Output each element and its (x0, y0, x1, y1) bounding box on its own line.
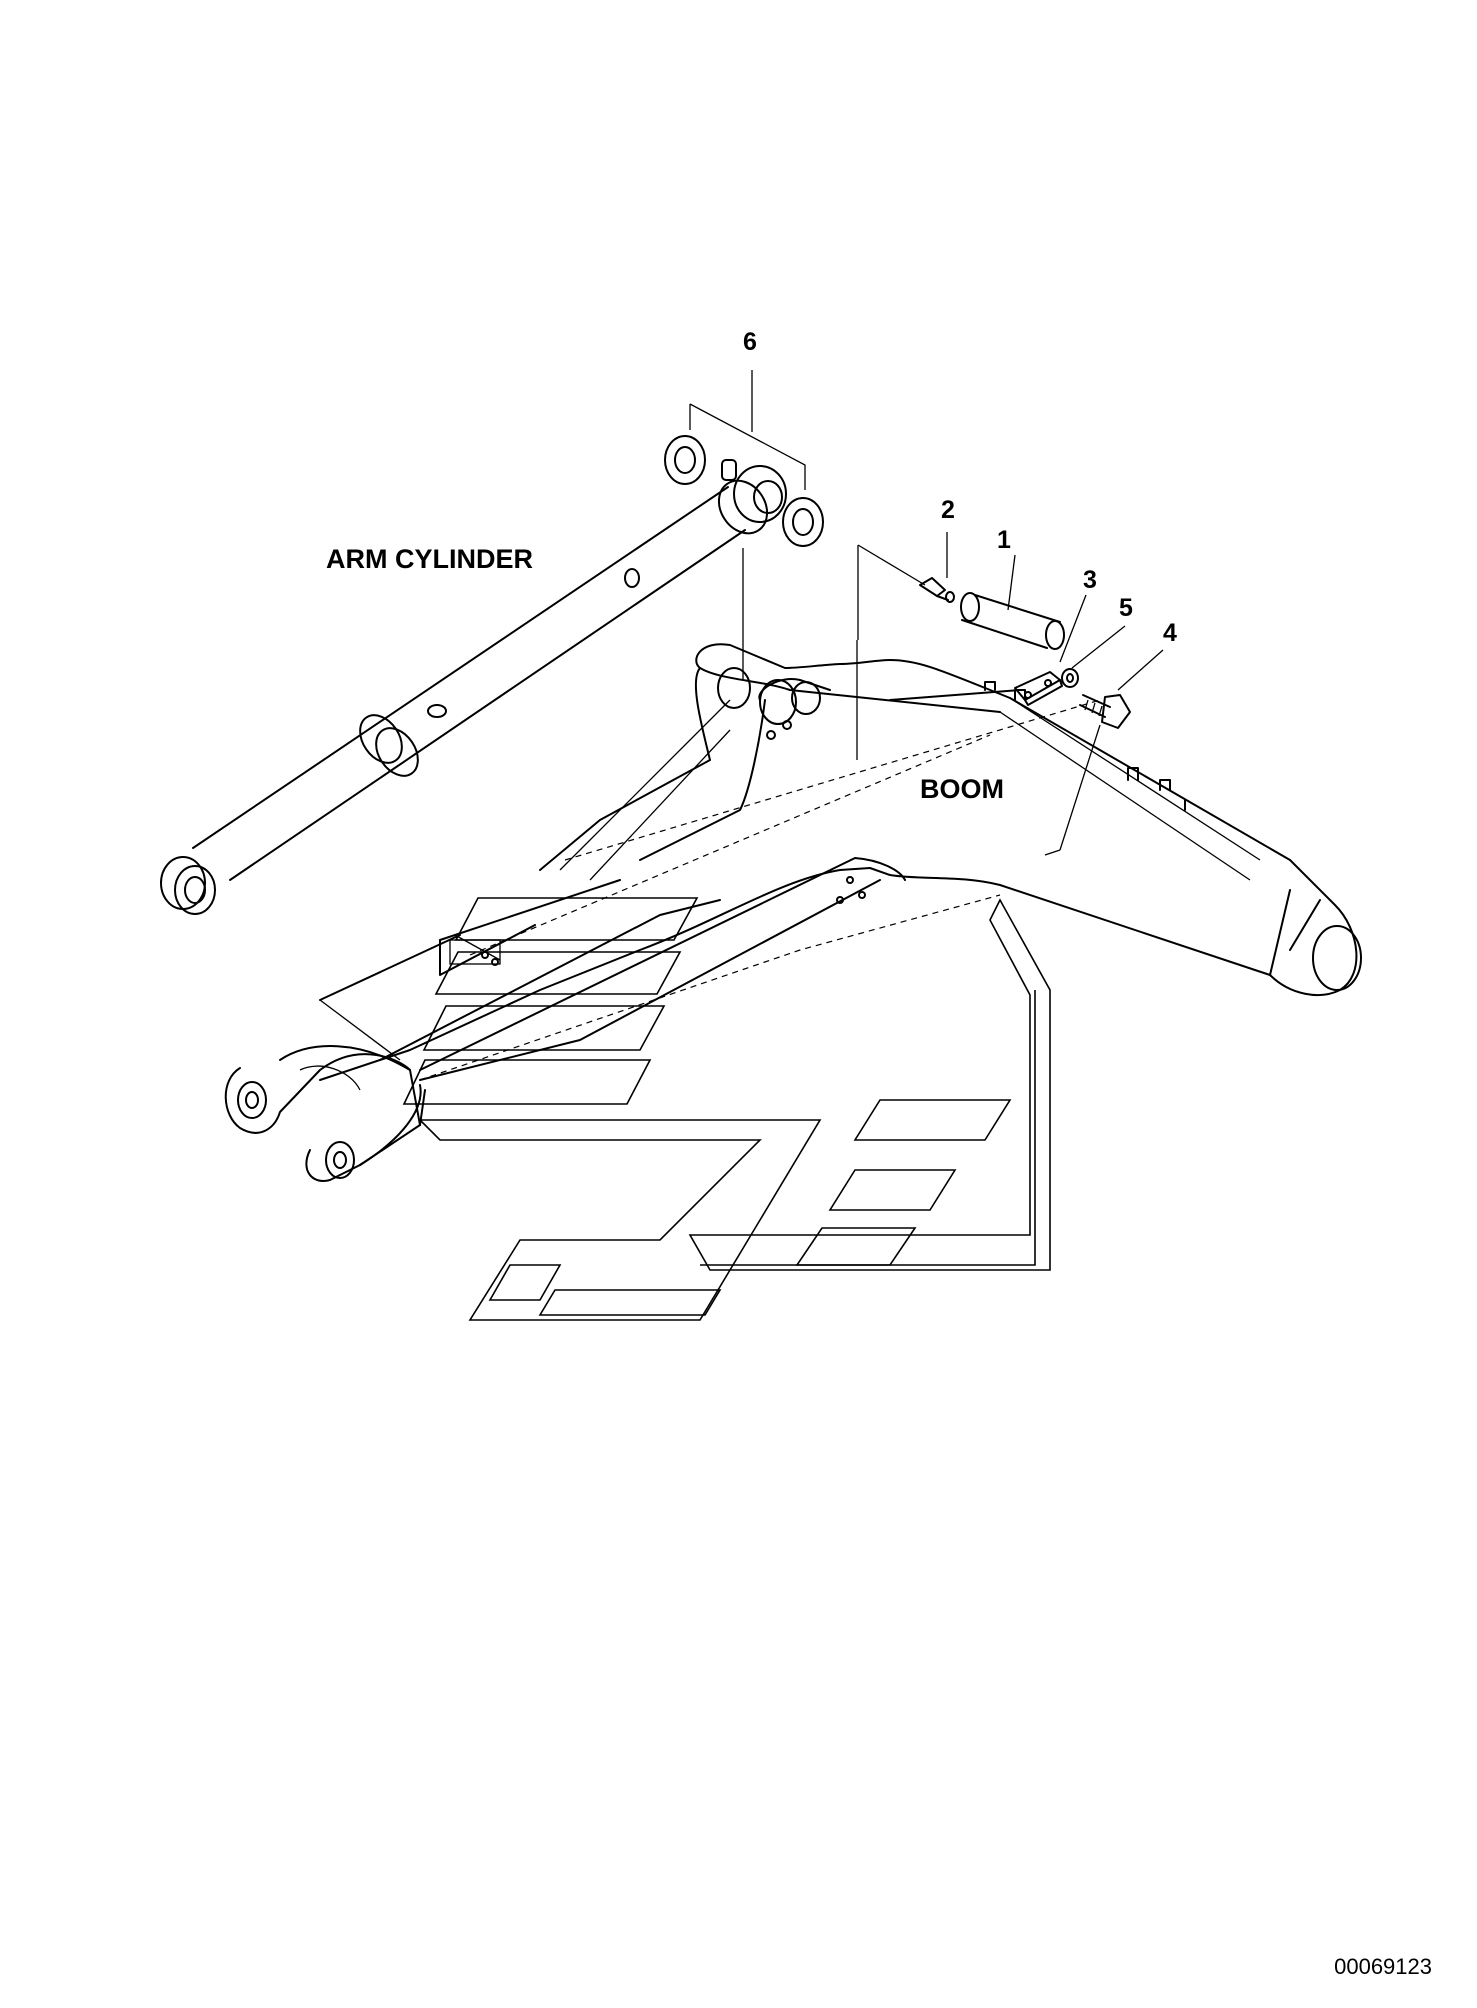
callout-2: 2 (941, 496, 955, 524)
label-boom: BOOM (920, 774, 1004, 804)
callout-6-leader (664, 370, 824, 680)
callout-5: 5 (1119, 594, 1133, 622)
arm-cylinder (160, 459, 787, 915)
callout-6: 6 (743, 328, 757, 356)
callout-leaders (946, 532, 1164, 691)
boom (224, 643, 1362, 1182)
label-arm-cylinder: ARM CYLINDER (326, 544, 533, 574)
watermark-emblem (402, 897, 1051, 1321)
pin-assembly (856, 544, 1131, 856)
callout-4: 4 (1163, 619, 1177, 647)
callout-3: 3 (1083, 566, 1097, 594)
figure-number: 00069123 (1334, 1954, 1432, 1979)
callout-1: 1 (997, 526, 1011, 554)
